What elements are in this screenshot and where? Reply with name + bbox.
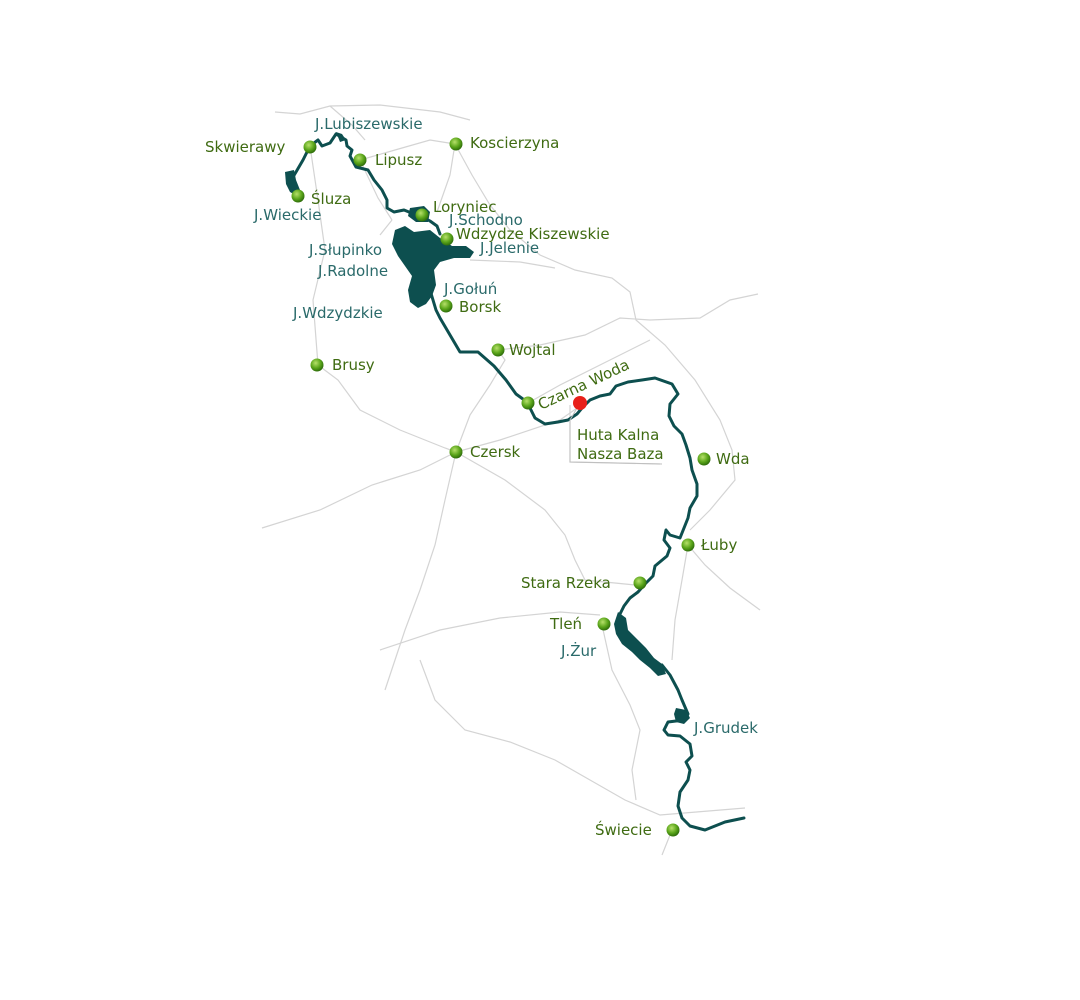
- town-label-koscierzyna: Koscierzyna: [470, 134, 559, 152]
- town-marker-wojtal[interactable]: [491, 343, 505, 357]
- town-label-lipusz: Lipusz: [375, 151, 422, 169]
- lake-label-jelenie: J.Jelenie: [479, 239, 539, 257]
- lake-label-radolne: J.Radolne: [317, 262, 388, 280]
- town-marker-wdzydze[interactable]: [440, 232, 454, 246]
- road-network: [261, 104, 761, 856]
- lake-label-schodno: J.Schodno: [448, 211, 523, 229]
- town-marker-koscierzyna[interactable]: [449, 137, 463, 151]
- lake-wieckie: [285, 170, 300, 196]
- town-marker-stara-rzeka[interactable]: [633, 576, 647, 590]
- town-label-wojtal: Wojtal: [509, 341, 556, 359]
- town-label-czersk: Czersk: [470, 443, 521, 461]
- town-marker-skwierawy[interactable]: [303, 140, 317, 154]
- town-label-luby: Łuby: [700, 536, 737, 554]
- lake-grudek: [674, 708, 690, 724]
- town-marker-sluza[interactable]: [291, 189, 305, 203]
- town-marker-loryniec[interactable]: [415, 208, 429, 222]
- town-label-tlen: Tleń: [549, 615, 582, 633]
- lake-wdzydzkie: [392, 226, 474, 308]
- base-marker-huta-kalna[interactable]: [573, 396, 587, 410]
- town-marker-czersk[interactable]: [449, 445, 463, 459]
- base-callout-line: [569, 402, 663, 465]
- lake-zur: [614, 612, 666, 676]
- town-label-wda: Wda: [716, 450, 750, 468]
- town-marker-czarna-woda[interactable]: [521, 396, 535, 410]
- lake-label-wdzydzkie: J.Wdzydzkie: [292, 304, 383, 322]
- lake-labels: J.Lubiszewskie J.Wieckie J.Schodno J.Jel…: [253, 115, 758, 737]
- town-label-stara-rzeka: Stara Rzeka: [521, 574, 611, 592]
- town-marker-wda[interactable]: [697, 452, 711, 466]
- town-marker-lipusz[interactable]: [353, 153, 367, 167]
- town-label-borsk: Borsk: [459, 298, 501, 316]
- base-label-line1: Huta Kalna: [577, 426, 659, 444]
- town-label-skwierawy: Skwierawy: [205, 138, 285, 156]
- town-label-swiecie: Świecie: [595, 820, 652, 839]
- town-marker-tlen[interactable]: [597, 617, 611, 631]
- town-marker-brusy[interactable]: [310, 358, 324, 372]
- town-marker-swiecie[interactable]: [666, 823, 680, 837]
- lake-lubiszewskie: [336, 132, 346, 142]
- town-label-loryniec: Loryniec: [433, 198, 496, 216]
- wda-river: [285, 132, 746, 832]
- town-marker-luby[interactable]: [681, 538, 695, 552]
- lake-label-grudek: J.Grudek: [693, 719, 758, 737]
- town-label-wdzydze: Wdzydze Kiszewskie: [456, 225, 610, 243]
- town-label-sluza: Śluza: [311, 189, 351, 208]
- town-marker-borsk[interactable]: [439, 299, 453, 313]
- base-label: Huta Kalna Nasza Baza: [577, 426, 664, 463]
- lake-label-slupinko: J.Słupinko: [308, 241, 382, 259]
- town-markers: [291, 137, 711, 837]
- base-label-line2: Nasza Baza: [577, 445, 664, 463]
- lake-label-golun: J.Gołuń: [443, 280, 497, 298]
- lake-label-lubiszewskie: J.Lubiszewskie: [314, 115, 423, 133]
- lake-label-wieckie: J.Wieckie: [253, 206, 321, 224]
- town-label-brusy: Brusy: [332, 356, 375, 374]
- lake-label-zur: J.Żur: [560, 641, 597, 660]
